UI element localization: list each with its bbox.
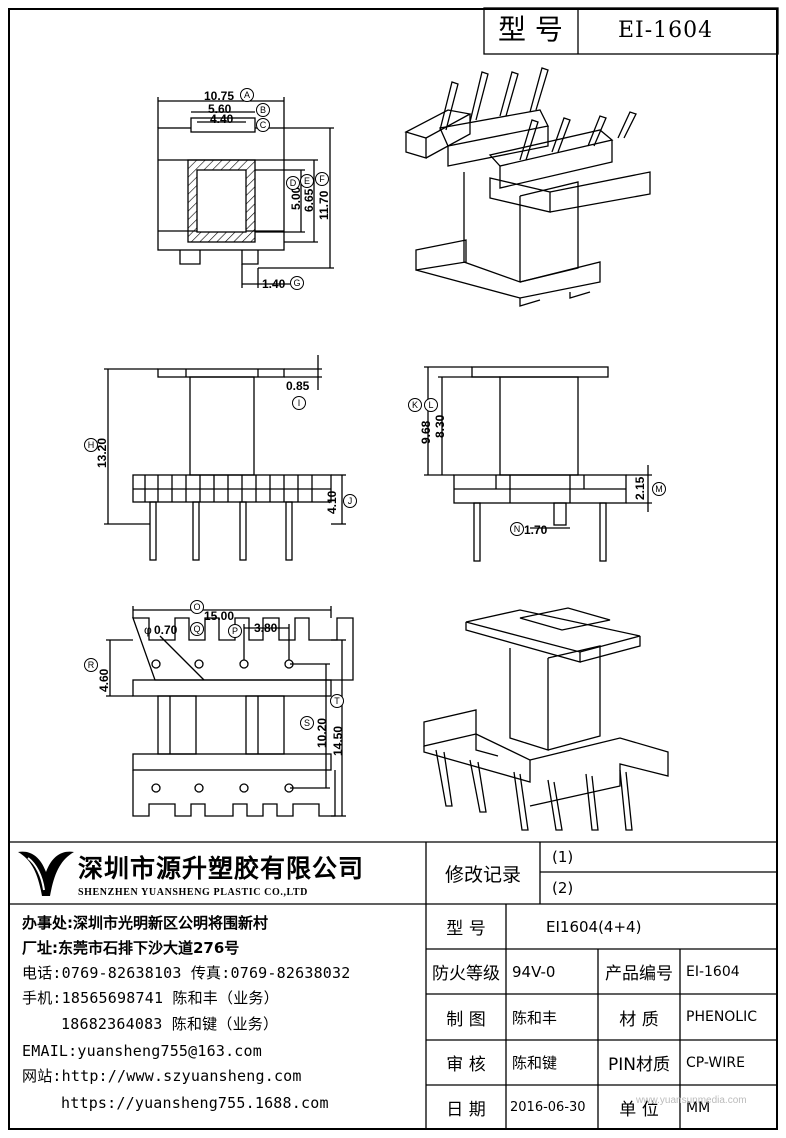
side-view	[424, 366, 652, 562]
dim-n: 1.70	[524, 523, 548, 537]
front-view	[104, 355, 346, 561]
company-name-en: SHENZHEN YUANSHENG PLASTIC CO.,LTD	[78, 887, 308, 898]
company-email: EMAIL:yuansheng755@163.com	[22, 1042, 262, 1060]
revision-1: (1)	[552, 848, 574, 866]
marker-c: C	[256, 118, 270, 132]
spec-material-label: 材 质	[619, 1009, 659, 1030]
dim-c: 4.40	[210, 112, 234, 126]
revision-label: 修改记录	[444, 863, 521, 886]
dim-f: 11.70	[317, 190, 331, 220]
marker-o: O	[190, 600, 204, 614]
company-website-1: 网站:http://www.szyuansheng.com	[22, 1067, 302, 1085]
title-model-value: EI-1604	[618, 18, 714, 43]
dim-a: 10.75	[204, 89, 235, 103]
dim-p: 3.80	[254, 621, 278, 635]
company-office: 办事处:深圳市光明新区公明将围新村	[22, 914, 269, 932]
watermark: www.yuansunmedia.com	[636, 1095, 747, 1106]
spec-pin-label: PIN材质	[608, 1055, 670, 1075]
ys-logo-icon	[18, 851, 74, 896]
dim-s: 10.20	[315, 717, 329, 748]
company-website-2: https://yuansheng755.1688.com	[61, 1094, 329, 1112]
dim-q-prefix: φ	[144, 623, 152, 637]
company-phone: 电话:0769-82638103 传真:0769-82638032	[22, 964, 351, 982]
marker-l: L	[424, 398, 438, 412]
marker-i: I	[292, 396, 306, 410]
marker-m: M	[652, 482, 666, 496]
spec-date-value: 2016-06-30	[510, 1100, 586, 1115]
spec-drawn-label: 制 图	[446, 1009, 486, 1030]
spec-check-value: 陈和键	[512, 1054, 558, 1072]
spec-pin-value: CP-WIRE	[686, 1054, 745, 1071]
company-factory: 厂址:东莞市石排下沙大道276号	[22, 939, 240, 957]
marker-s: S	[300, 716, 314, 730]
marker-n: N	[510, 522, 524, 536]
spec-fire-value: 94V-0	[512, 962, 556, 981]
company-name-cn: 深圳市源升塑胶有限公司	[78, 854, 365, 883]
marker-p: P	[228, 624, 242, 638]
dim-m: 2.15	[633, 476, 647, 500]
dim-l: 8.30	[433, 414, 447, 438]
dim-o: 15.00	[204, 609, 235, 623]
marker-j: J	[343, 494, 357, 508]
isometric-view-2	[423, 607, 669, 831]
spec-model-label: 型 号	[446, 919, 486, 939]
marker-k: K	[408, 398, 422, 412]
company-mobile-2: 18682364083 陈和键（业务）	[61, 1015, 279, 1033]
marker-d: D	[286, 176, 300, 190]
title-block-frame	[483, 7, 779, 55]
spec-date-label: 日 期	[446, 1100, 486, 1120]
bottom-view	[106, 606, 354, 817]
dim-g: 1.40	[262, 277, 286, 291]
dim-k: 9.68	[419, 420, 433, 444]
dim-b: 5.60	[208, 102, 232, 116]
marker-t: T	[330, 694, 344, 708]
dim-j: 4.10	[325, 490, 339, 514]
spec-unit-value: MM	[686, 1099, 711, 1116]
title-table-grid	[8, 841, 778, 1130]
spec-check-label: 审 核	[446, 1055, 486, 1075]
title-model-label: 型 号	[498, 13, 563, 46]
spec-product-no-value: EI-1604	[686, 963, 740, 980]
drawing-sheet	[8, 8, 778, 1130]
spec-fire-label: 防火等级	[432, 964, 500, 984]
marker-a: A	[240, 88, 254, 102]
dim-e: 6.65	[302, 188, 316, 212]
spec-model-value: EI1604(4+4)	[546, 917, 642, 936]
dim-t: 14.50	[331, 725, 345, 756]
dim-d: 5.00	[289, 186, 303, 210]
revision-2: (2)	[552, 879, 574, 897]
spec-product-no-label: 产品编号	[605, 964, 673, 984]
marker-h: H	[84, 438, 98, 452]
marker-g: G	[290, 276, 304, 290]
marker-q: Q	[190, 622, 204, 636]
spec-unit-label: 单 位	[619, 1100, 659, 1120]
spec-drawn-value: 陈和丰	[512, 1008, 558, 1027]
marker-r: R	[84, 658, 98, 672]
marker-e: E	[300, 174, 314, 188]
dim-q: 0.70	[154, 623, 178, 637]
marker-f: F	[315, 172, 329, 186]
isometric-view-1	[404, 67, 651, 307]
company-mobile-1: 手机:18565698741 陈和丰（业务）	[22, 989, 279, 1007]
marker-b: B	[256, 103, 270, 117]
dim-r: 4.60	[97, 668, 111, 692]
top-view	[157, 97, 334, 288]
spec-material-value: PHENOLIC	[686, 1009, 758, 1025]
dim-h: 13.20	[95, 437, 109, 468]
dim-i: 0.85	[286, 379, 310, 393]
